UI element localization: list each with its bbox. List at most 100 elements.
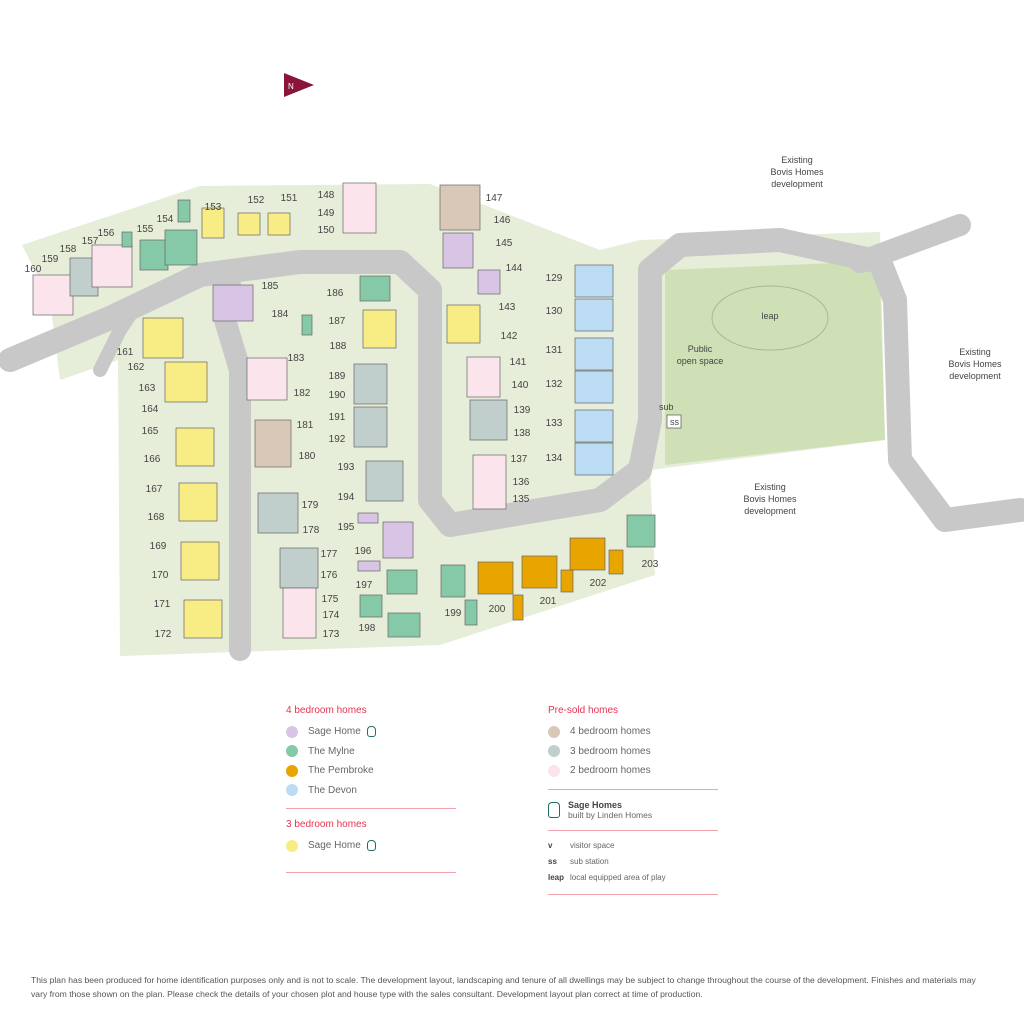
house-devon[interactable] [574, 442, 614, 476]
plot-number[interactable]: 141 [510, 357, 527, 368]
plot-number[interactable]: 187 [329, 316, 346, 327]
house-presold-2bed[interactable] [282, 587, 317, 639]
plot-number[interactable]: 136 [513, 477, 530, 488]
plot-number[interactable]: 182 [294, 388, 311, 399]
house-sage-3bed[interactable] [178, 482, 218, 522]
house-presold-4bed[interactable] [254, 419, 292, 468]
plot-number[interactable]: 194 [338, 492, 355, 503]
house-presold-3bed[interactable] [279, 547, 319, 589]
plot-number[interactable]: 170 [152, 570, 169, 581]
house-presold-2bed[interactable] [342, 182, 377, 234]
plot-number[interactable]: 138 [514, 428, 531, 439]
plot-number[interactable]: 172 [155, 629, 172, 640]
house-mylne[interactable] [386, 569, 418, 595]
house-sage-3bed[interactable] [267, 212, 291, 236]
plot-number[interactable]: 166 [144, 454, 161, 465]
house-presold-2bed[interactable] [246, 357, 288, 401]
house-sage-3bed[interactable] [237, 212, 261, 236]
house-presold-3bed[interactable] [353, 406, 388, 448]
plot-number[interactable]: 153 [205, 202, 222, 213]
house-pembroke[interactable] [608, 549, 624, 575]
plot-number[interactable]: 144 [506, 263, 523, 274]
plot-number[interactable]: 183 [288, 353, 305, 364]
house-presold-3bed[interactable] [257, 492, 299, 534]
house-mylne[interactable] [301, 314, 313, 336]
plot-number[interactable]: 151 [281, 193, 298, 204]
house-mylne[interactable] [121, 231, 133, 248]
house-sage-3bed[interactable] [446, 304, 481, 344]
plot-number[interactable]: 155 [137, 224, 154, 235]
plot-number[interactable]: 188 [330, 341, 347, 352]
plot-number[interactable]: 160 [25, 264, 42, 275]
plot-number[interactable]: 139 [514, 405, 531, 416]
house-presold-2bed[interactable] [32, 274, 74, 316]
house-devon[interactable] [574, 409, 614, 443]
plot-number[interactable]: 200 [489, 604, 506, 615]
house-devon[interactable] [574, 264, 614, 298]
house-mylne[interactable] [359, 594, 383, 618]
house-pembroke[interactable] [560, 569, 574, 593]
plot-number[interactable]: 157 [82, 236, 99, 247]
house-presold-3bed[interactable] [353, 363, 388, 405]
plot-number[interactable]: 129 [546, 273, 563, 284]
plot-number[interactable]: 162 [128, 362, 145, 373]
plot-number[interactable]: 152 [248, 195, 265, 206]
house-devon[interactable] [574, 337, 614, 371]
plot-number[interactable]: 167 [146, 484, 163, 495]
plot-number[interactable]: 203 [642, 559, 659, 570]
house-sage-3bed[interactable] [175, 427, 215, 467]
plot-number[interactable]: 201 [540, 596, 557, 607]
plot-number[interactable]: 135 [513, 494, 530, 505]
plot-number[interactable]: 191 [329, 412, 346, 423]
plot-number[interactable]: 159 [42, 254, 59, 265]
plot-number[interactable]: 178 [303, 525, 320, 536]
plot-number[interactable]: 189 [329, 371, 346, 382]
house-mylne[interactable] [387, 612, 421, 638]
plot-number[interactable]: 197 [356, 580, 373, 591]
house-sage-4bed[interactable] [357, 560, 381, 572]
house-presold-3bed[interactable] [469, 399, 508, 441]
plot-number[interactable]: 185 [262, 281, 279, 292]
house-pembroke[interactable] [477, 561, 514, 595]
house-mylne[interactable] [359, 275, 391, 302]
house-sage-3bed[interactable] [201, 207, 225, 239]
plot-number[interactable]: 145 [496, 238, 513, 249]
house-sage-3bed[interactable] [142, 317, 184, 359]
plot-number[interactable]: 184 [272, 309, 289, 320]
plot-number[interactable]: 190 [329, 390, 346, 401]
house-sage-3bed[interactable] [164, 361, 208, 403]
house-sage-3bed[interactable] [183, 599, 223, 639]
house-devon[interactable] [574, 298, 614, 332]
plot-number[interactable]: 146 [494, 215, 511, 226]
plot-number[interactable]: 154 [157, 214, 174, 225]
plot-number[interactable]: 176 [321, 570, 338, 581]
plot-number[interactable]: 148 [318, 190, 335, 201]
plot-number[interactable]: 169 [150, 541, 167, 552]
house-presold-3bed[interactable] [365, 460, 404, 502]
plot-number[interactable]: 186 [327, 288, 344, 299]
plot-number[interactable]: 134 [546, 453, 563, 464]
plot-number[interactable]: 142 [501, 331, 518, 342]
house-sage-4bed[interactable] [357, 512, 379, 524]
plot-number[interactable]: 150 [318, 225, 335, 236]
plot-number[interactable]: 175 [322, 594, 339, 605]
house-sage-4bed[interactable] [382, 521, 414, 559]
plot-number[interactable]: 131 [546, 345, 563, 356]
plot-number[interactable]: 196 [355, 546, 372, 557]
plot-number[interactable]: 158 [60, 244, 77, 255]
house-sage-3bed[interactable] [362, 309, 397, 349]
house-mylne[interactable] [464, 599, 478, 626]
plot-number[interactable]: 165 [142, 426, 159, 437]
house-pembroke[interactable] [512, 594, 524, 621]
plot-number[interactable]: 181 [297, 420, 314, 431]
house-devon[interactable] [574, 370, 614, 404]
plot-number[interactable]: 171 [154, 599, 171, 610]
plot-number[interactable]: 180 [299, 451, 316, 462]
plot-number[interactable]: 163 [139, 383, 156, 394]
plot-number[interactable]: 195 [338, 522, 355, 533]
house-sage-3bed[interactable] [180, 541, 220, 581]
house-presold-4bed[interactable] [439, 184, 481, 231]
plot-number[interactable]: 164 [142, 404, 159, 415]
plot-number[interactable]: 130 [546, 306, 563, 317]
plot-number[interactable]: 140 [512, 380, 529, 391]
